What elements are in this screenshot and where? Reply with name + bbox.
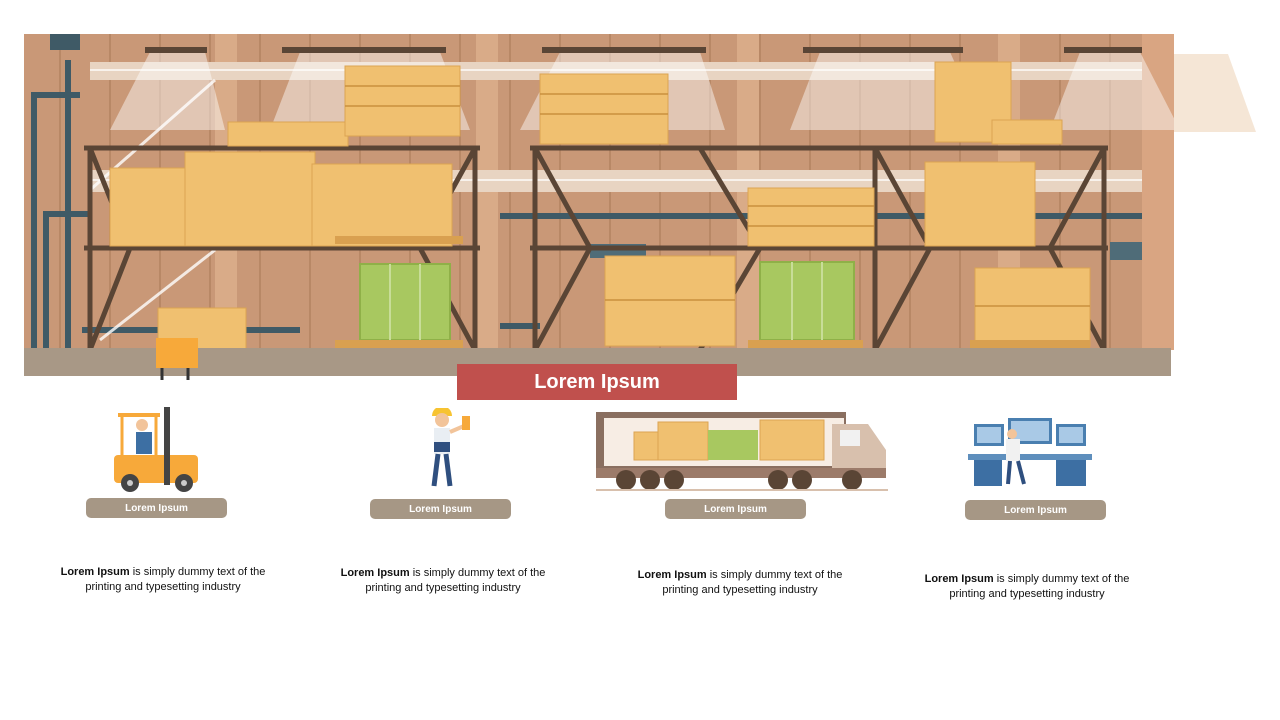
- warehouse-illustration: [24, 34, 1256, 380]
- item-label-pill: Lorem Ipsum: [370, 499, 511, 519]
- control-desk-icon: [968, 418, 1092, 486]
- section-banner: Lorem Ipsum: [457, 364, 737, 400]
- item-label-pill: Lorem Ipsum: [965, 500, 1106, 520]
- delivery-truck-icon: [596, 412, 888, 491]
- item-label-pill: Lorem Ipsum: [86, 498, 227, 518]
- item-description: Lorem Ipsum is simply dummy text of the …: [340, 567, 546, 594]
- banner-title: Lorem Ipsum: [534, 370, 660, 393]
- item-description: Lorem Ipsum is simply dummy text of the …: [637, 569, 843, 596]
- forklift-icon: [114, 407, 198, 492]
- item-description: Lorem Ipsum is simply dummy text of the …: [60, 566, 266, 593]
- item-description: Lorem Ipsum is simply dummy text of the …: [924, 573, 1130, 600]
- worker-scanner-icon: [431, 408, 470, 487]
- item-label-pill: Lorem Ipsum: [665, 499, 806, 519]
